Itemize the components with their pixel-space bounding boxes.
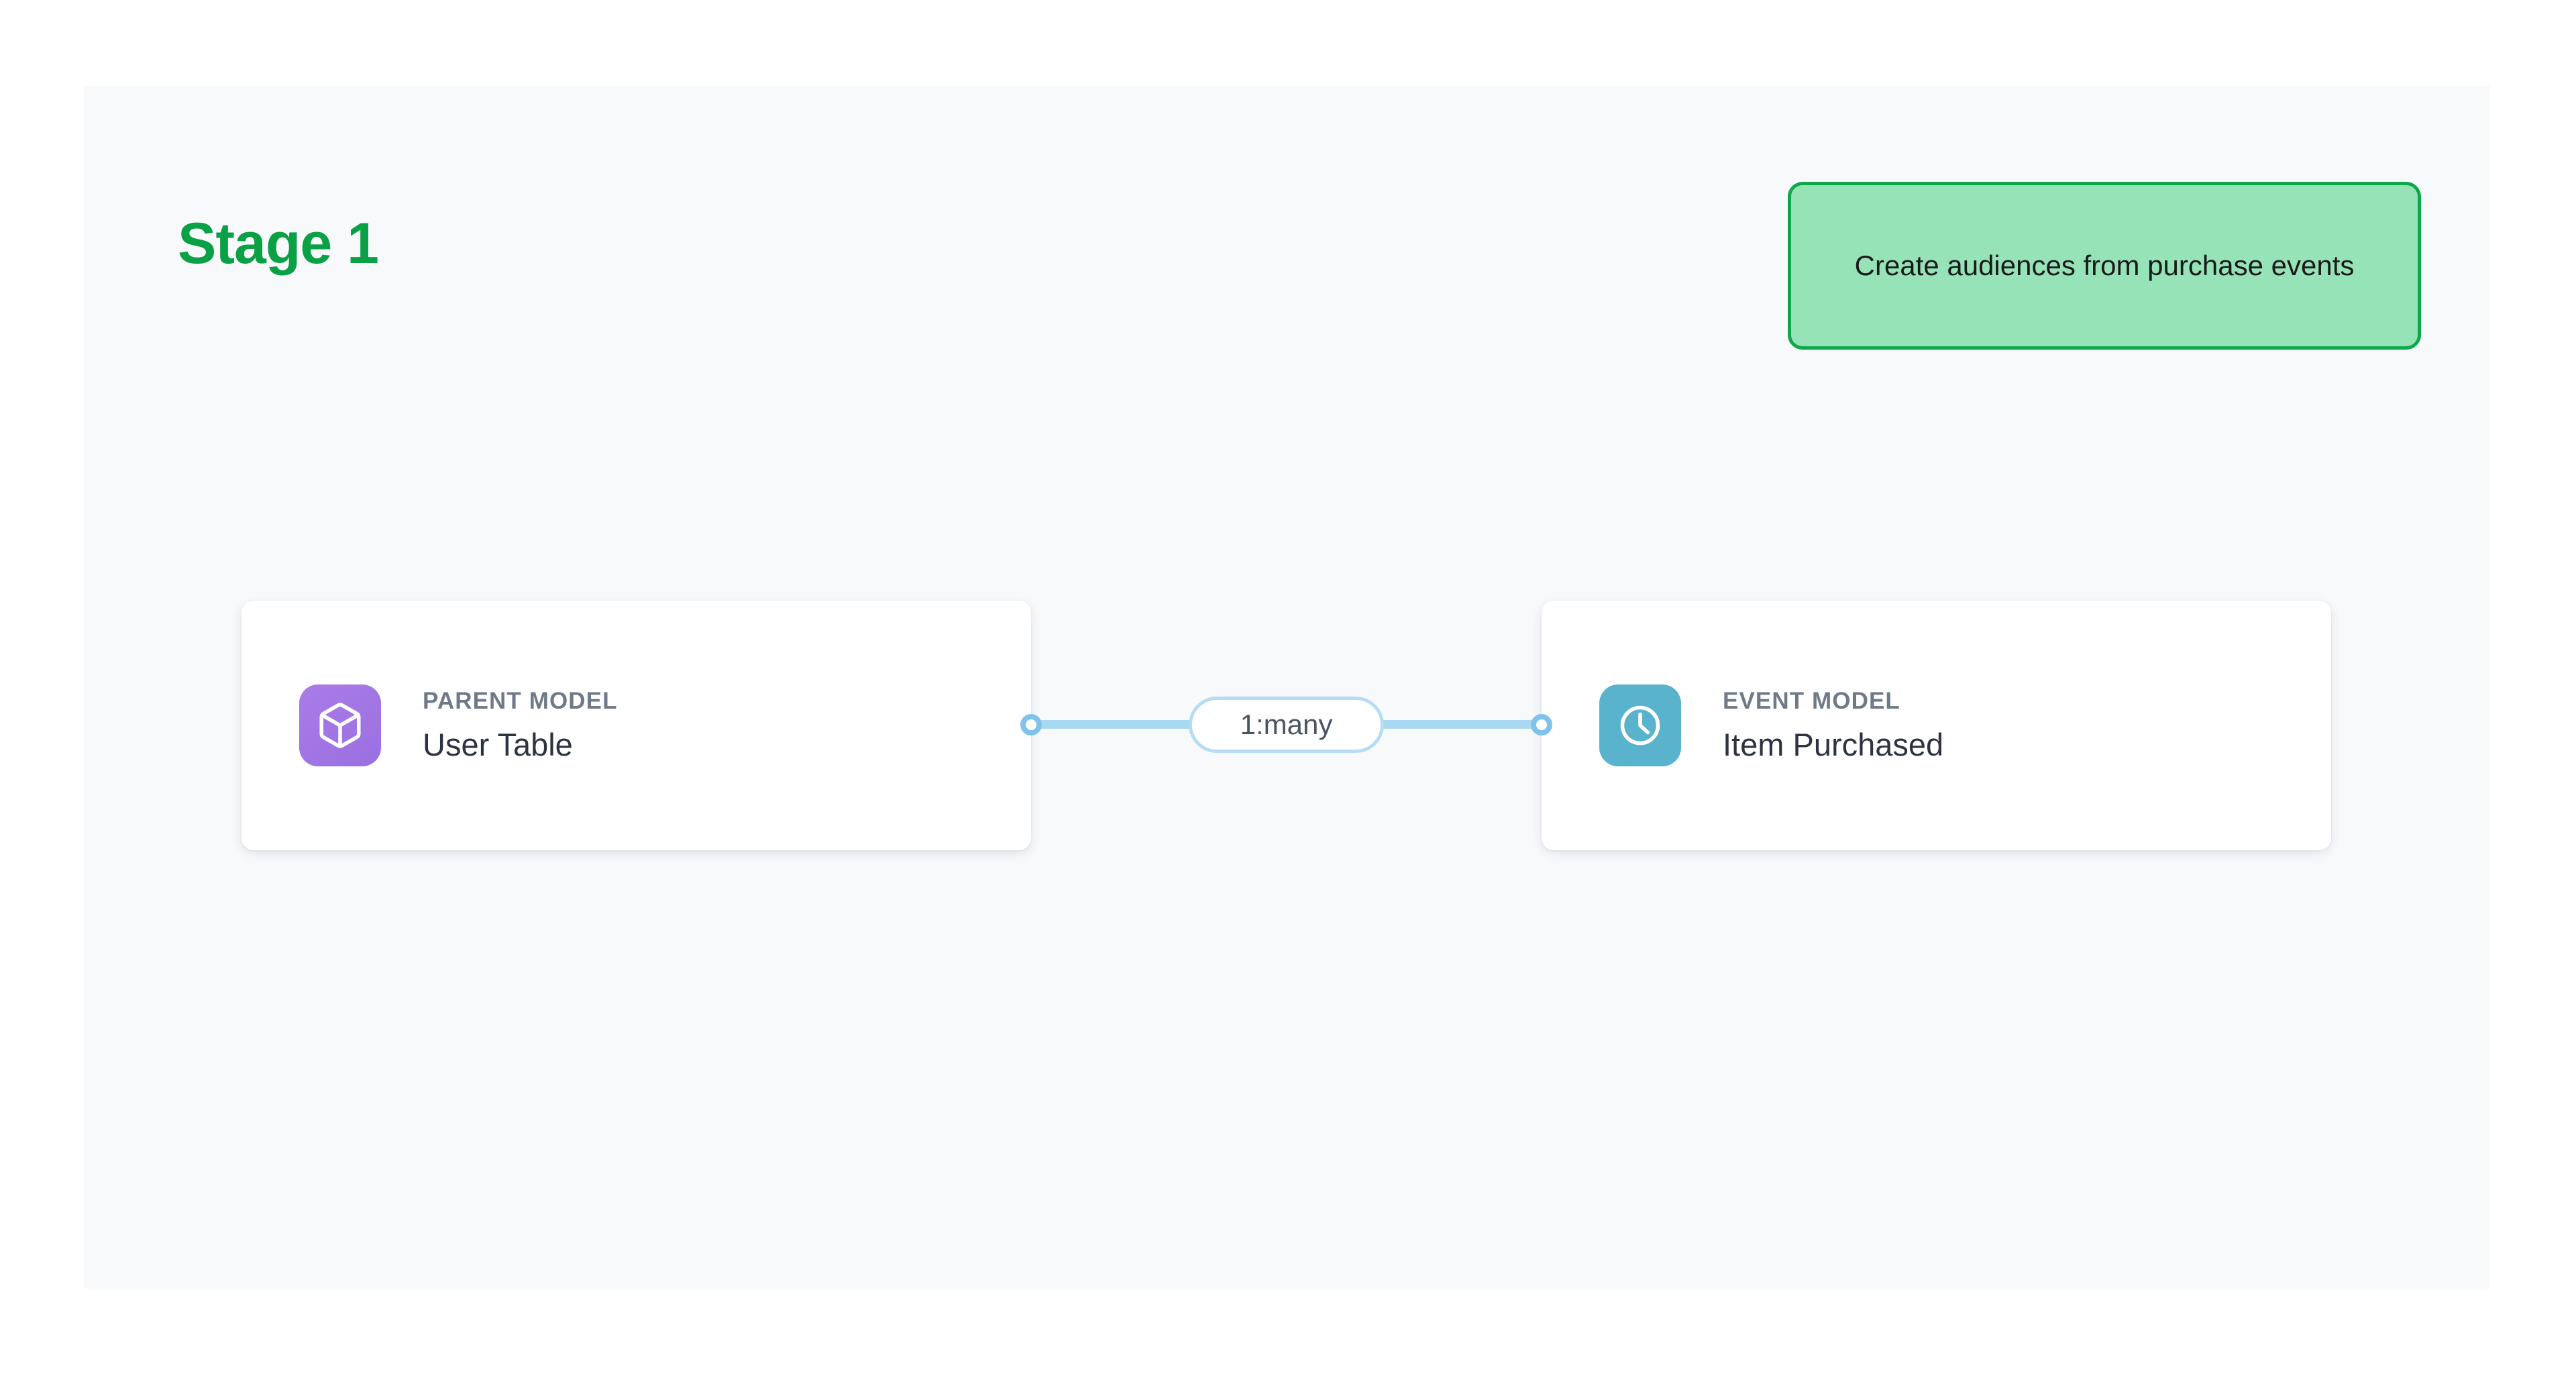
cube-icon (299, 684, 381, 766)
annotation-callout-text: Create audiences from purchase events (1854, 250, 2355, 282)
stage-title: Stage 1 (178, 211, 379, 276)
clock-icon (1599, 684, 1681, 766)
node-event-model-title: Item Purchased (1723, 727, 1944, 763)
node-parent-model-kicker: PARENT MODEL (423, 687, 618, 714)
edge-port-source[interactable] (1020, 714, 1042, 735)
relationship-cardinality-badge[interactable]: 1:many (1189, 697, 1384, 753)
node-parent-model-text: PARENT MODEL User Table (423, 687, 618, 763)
edge-port-target[interactable] (1531, 714, 1552, 735)
node-event-model-text: EVENT MODEL Item Purchased (1723, 687, 1944, 763)
relationship-cardinality-label: 1:many (1240, 709, 1333, 740)
node-parent-model-title: User Table (423, 727, 573, 763)
node-event-model-kicker: EVENT MODEL (1723, 687, 1900, 714)
annotation-callout: Create audiences from purchase events (1788, 182, 2421, 350)
node-parent-model[interactable]: PARENT MODEL User Table (241, 601, 1031, 850)
node-event-model[interactable]: EVENT MODEL Item Purchased (1542, 601, 2331, 850)
